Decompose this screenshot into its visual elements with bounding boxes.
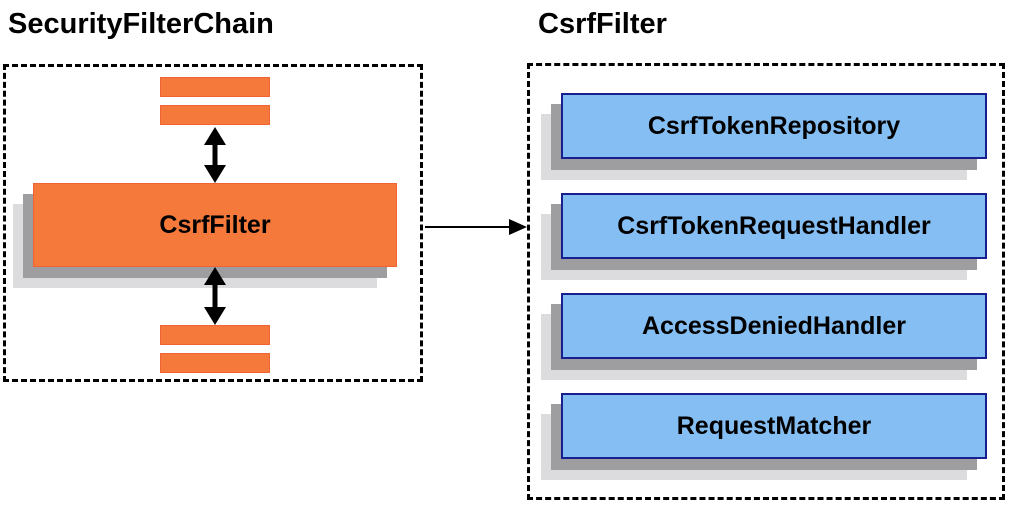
component-label: RequestMatcher [676,411,872,440]
component-label: CsrfTokenRepository [647,111,901,140]
component-request-matcher: RequestMatcher [561,393,987,459]
csrf-filter-panel [527,63,1005,500]
component-csrf-token-request-handler: CsrfTokenRequestHandler [561,193,987,259]
csrf-filter-title: CsrfFilter [538,8,667,40]
bidirectional-arrow-top-icon [204,127,226,183]
filter-placeholder-bar-top-1 [160,77,270,97]
filter-placeholder-bar-bottom-2 [160,353,270,373]
security-filter-chain-title: SecurityFilterChain [8,8,274,40]
security-filter-chain-panel [3,64,423,382]
filter-placeholder-bar-bottom-1 [160,325,270,345]
component-label: CsrfTokenRequestHandler [617,211,931,240]
component-csrf-token-repository: CsrfTokenRepository [561,93,987,159]
flow-arrow-icon [425,219,527,235]
csrf-filter-node: CsrfFilter [33,183,397,267]
csrf-filter-node-label: CsrfFilter [159,210,271,239]
component-label: AccessDeniedHandler [641,311,906,340]
filter-placeholder-bar-top-2 [160,105,270,125]
bidirectional-arrow-bottom-icon [204,267,226,325]
component-access-denied-handler: AccessDeniedHandler [561,293,987,359]
